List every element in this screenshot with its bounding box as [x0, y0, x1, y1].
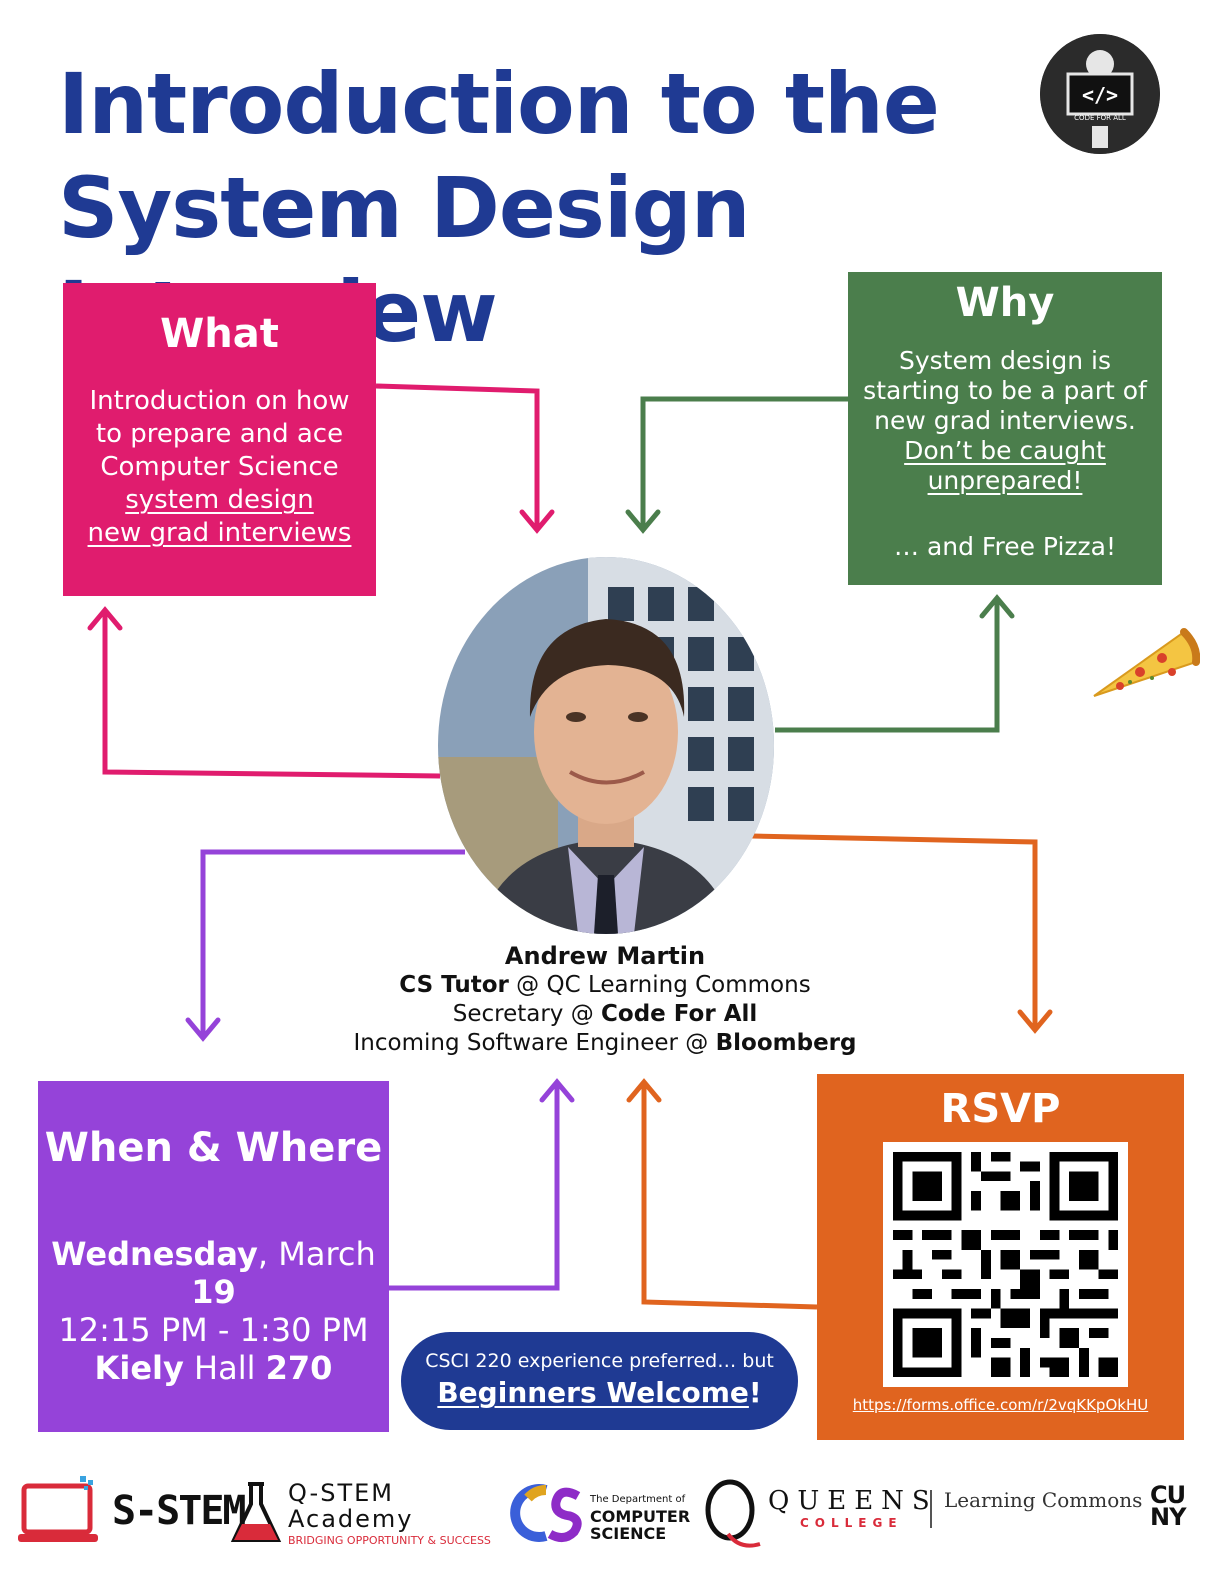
flask-icon [230, 1482, 282, 1542]
queens-college-q-icon [705, 1479, 761, 1548]
laptop-icon [18, 1476, 98, 1542]
why-line-5: unprepared! [927, 466, 1083, 495]
q-stem-line-2: Academy [288, 1505, 414, 1533]
what-line-3: Computer Science [100, 452, 339, 482]
pill-line-2: Beginners Welcome! [401, 1376, 798, 1409]
why-line-1: System design is [898, 346, 1112, 375]
event-time: 12:15 PM - 1:30 PM [58, 1311, 369, 1349]
college-wordmark: COLLEGE [800, 1516, 903, 1530]
cs-department-icon [510, 1484, 582, 1542]
when-text: Wednesday, March 19 12:15 PM - 1:30 PM K… [38, 1235, 389, 1387]
sponsor-divider [930, 1490, 932, 1528]
cs-department-line-1: COMPUTER [590, 1507, 691, 1526]
pizza-icon [1093, 628, 1200, 697]
speaker-role-1-rest: @ QC Learning Commons [508, 972, 811, 998]
event-day: Wednesday [51, 1235, 258, 1273]
title-line-2: System Design Interview [58, 159, 751, 361]
arrow-what-to-speaker [375, 383, 540, 528]
sponsor-logos: S-STEM Q-STEM Academy BRIDGING OPPORTUNI… [0, 1470, 1224, 1570]
arrow-speaker-to-why [775, 600, 1000, 733]
speaker-role-2-pre: Secretary @ [452, 1001, 602, 1027]
queens-wordmark: QUEENS [768, 1486, 938, 1516]
speaker-role-3: Incoming Software Engineer @ Bloomberg [300, 1029, 910, 1058]
what-text: Introduction on how to prepare and ace C… [63, 385, 376, 550]
beginners-welcome-pill: CSCI 220 experience preferred… but Begin… [401, 1332, 798, 1430]
learning-commons-wordmark: Learning Commons [944, 1488, 1143, 1512]
why-line-4: Don’t be caught [904, 436, 1106, 465]
arrow-rsvp-to-speaker [641, 1084, 818, 1310]
arrow-speaker-to-when [200, 849, 465, 1036]
event-location: Kiely Hall 270 [38, 1349, 389, 1387]
svg-text:</>: </> [1082, 83, 1118, 107]
speaker-info: Andrew Martin CS Tutor @ QC Learning Com… [300, 942, 910, 1058]
cuny-line-2: NY [1150, 1503, 1186, 1531]
logo-text: CODE FOR ALL [1074, 114, 1126, 122]
event-month: , March [257, 1235, 376, 1273]
speaker-role-3-pre: Incoming Software Engineer @ [353, 1030, 716, 1056]
cs-department-name: COMPUTER SCIENCE [590, 1508, 690, 1542]
speaker-role-1: CS Tutor @ QC Learning Commons [300, 971, 910, 1000]
why-box: Why System design is starting to be a pa… [848, 272, 1162, 585]
beginners-welcome-link[interactable]: Beginners Welcome [437, 1376, 749, 1409]
when-title: When & Where [44, 1125, 383, 1171]
event-day-number: 19 [191, 1273, 236, 1311]
speaker-role-2: Secretary @ Code For All [300, 1000, 910, 1029]
arrow-speaker-to-rsvp [751, 833, 1038, 1028]
speaker-photo [438, 557, 774, 934]
q-stem-line-1: Q-STEM [288, 1479, 394, 1507]
when-where-box: When & Where Wednesday, March 19 12:15 P… [38, 1081, 389, 1432]
cuny-logo: CU NY [1150, 1481, 1186, 1531]
arrow-why-to-speaker [640, 396, 848, 528]
what-line-2: to prepare and ace [95, 419, 344, 449]
speaker-role-1-bold: CS Tutor [399, 972, 509, 998]
qr-code-icon [883, 1142, 1128, 1387]
rsvp-form-link[interactable]: https://forms.office.com/r/2vqKKpOkHU [852, 1396, 1149, 1414]
code-for-all-logo-icon: </> CODE FOR ALL [1040, 34, 1160, 154]
speaker-role-3-bold: Bloomberg [715, 1030, 857, 1056]
what-line-1: Introduction on how [89, 386, 350, 416]
why-free-pizza: … and Free Pizza! [894, 532, 1116, 561]
page-title: Introduction to the System Design Interv… [58, 52, 1058, 364]
rsvp-qr-code[interactable] [883, 1142, 1128, 1387]
s-stem-logo: S-STEM [112, 1488, 246, 1534]
cs-department-line-2: SCIENCE [590, 1524, 667, 1543]
event-hall: Hall [183, 1349, 266, 1387]
event-date: Wednesday, March 19 [38, 1235, 389, 1311]
why-title: Why [955, 280, 1055, 326]
why-line-3: new grad interviews. [874, 406, 1136, 435]
event-building: Kiely [94, 1349, 184, 1387]
cs-department-small: The Department of [590, 1494, 686, 1505]
event-room: 270 [265, 1349, 333, 1387]
why-text: System design is starting to be a part o… [848, 346, 1162, 562]
speaker-name: Andrew Martin [504, 942, 706, 970]
rsvp-box: RSVP https://form [817, 1074, 1184, 1440]
what-line-5: new grad interviews [87, 518, 352, 548]
q-stem-logo: Q-STEM Academy [288, 1480, 413, 1532]
what-line-4: system design [125, 485, 314, 515]
code-for-all-logo: </> CODE FOR ALL [1040, 34, 1160, 154]
what-title: What [160, 311, 279, 357]
pill-line-2-tail: ! [748, 1376, 762, 1409]
rsvp-title: RSVP [940, 1086, 1061, 1132]
speaker-role-2-bold: Code For All [601, 1001, 758, 1027]
arrow-when-to-speaker [389, 1084, 560, 1291]
cuny-line-1: CU [1150, 1481, 1186, 1509]
why-line-2: starting to be a part of [863, 376, 1147, 405]
title-line-1: Introduction to the [58, 55, 940, 153]
speaker-portrait-icon [438, 557, 774, 934]
arrow-speaker-to-what [102, 612, 441, 779]
what-box: What Introduction on how to prepare and … [63, 283, 376, 596]
pill-line-1: CSCI 220 experience preferred… but [425, 1350, 774, 1372]
q-stem-tagline: BRIDGING OPPORTUNITY & SUCCESS [288, 1534, 491, 1547]
